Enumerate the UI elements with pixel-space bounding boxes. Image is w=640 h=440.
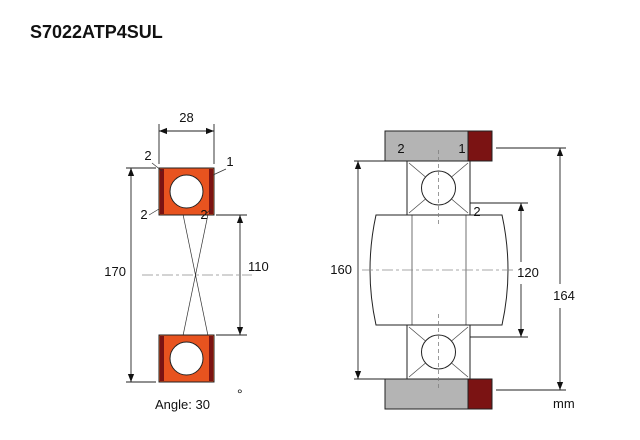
contact-angle-line (177, 189, 214, 361)
dim-overall-label: 164 (553, 288, 575, 303)
seal-strip (209, 169, 213, 214)
leader-line (151, 162, 163, 172)
unit-label: mm (553, 396, 575, 411)
left-view-cross-section: 28 170 110 2 1 2 2 Angle: 30 ° (104, 110, 268, 412)
leader-line (206, 208, 212, 214)
ball-top (169, 174, 204, 209)
angle-label: Angle: 30 (155, 397, 210, 412)
dim-housing-bore-label: 160 (330, 262, 352, 277)
callout-spacer: 1 (458, 141, 465, 156)
dim-width-label: 28 (179, 110, 193, 125)
ball-bottom (169, 341, 204, 376)
right-view-mounting: 2 1 2 160 120 164 (330, 130, 575, 410)
callout-seal-top: 2 (144, 148, 151, 163)
leader-line (212, 168, 227, 176)
spacer-top (467, 130, 493, 162)
spacer-bottom (467, 378, 493, 410)
callout-outer-ring: 1 (226, 154, 233, 169)
callout-seal-left: 2 (140, 207, 147, 222)
degree-symbol: ° (237, 386, 243, 402)
dim-bore-label: 110 (248, 259, 269, 274)
seal-strip (209, 336, 213, 381)
page-title: S7022ATP4SUL (30, 22, 163, 42)
dim-shoulder-label: 120 (517, 265, 539, 280)
callout-seal-right: 2 (200, 207, 207, 222)
seal-strip (160, 336, 164, 381)
dim-outer-diameter-label: 170 (104, 264, 126, 279)
seal-strip (160, 169, 164, 214)
leader-line (148, 208, 160, 216)
callout-housing: 2 (397, 141, 404, 156)
callout-inner-ring: 2 (473, 204, 480, 219)
